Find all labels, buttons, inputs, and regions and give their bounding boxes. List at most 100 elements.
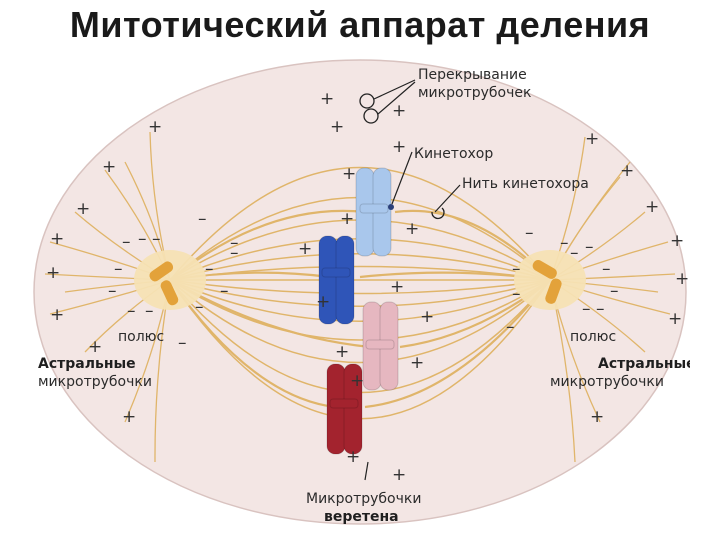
- plus-sign: +: [675, 269, 689, 289]
- leader-kinetochore: [391, 151, 413, 205]
- plus-sign: +: [420, 307, 434, 327]
- label-overlap-1: Перекрывание: [418, 67, 527, 83]
- overlap-marker-2: [363, 108, 379, 124]
- minus-sign: –: [138, 229, 147, 249]
- centriole-right-a: [532, 259, 557, 279]
- spindle-fiber: [169, 279, 551, 307]
- centriole-left-b: [160, 280, 179, 306]
- minus-sign: –: [512, 284, 521, 304]
- leader-spindle: [364, 461, 369, 481]
- chromosome-pink: [362, 301, 399, 391]
- fiber-hook: [431, 207, 445, 220]
- label-kinetochore: Кинетохор: [414, 146, 493, 162]
- label-kinetochore-fiber: Нить кинетохора: [462, 176, 589, 192]
- label-astral-left-1: Астральные: [38, 356, 136, 372]
- plus-sign: +: [590, 407, 604, 427]
- label-astral-right-2: микротрубочки: [550, 374, 664, 390]
- minus-sign: –: [570, 243, 579, 263]
- spindle-fiber: [169, 279, 551, 295]
- label-spindle-1: Микротрубочки: [306, 491, 421, 507]
- label-pole-right: полюс: [570, 329, 616, 345]
- plus-sign: +: [585, 129, 599, 149]
- plus-sign: +: [405, 219, 419, 239]
- minus-sign: –: [220, 281, 229, 301]
- minus-sign: –: [145, 301, 154, 321]
- chromosome-red: [326, 363, 363, 455]
- centrosome-left: [134, 250, 206, 310]
- plus-sign: +: [50, 305, 64, 325]
- label-spindle-2: веретена: [324, 509, 399, 525]
- minus-sign: –: [108, 281, 117, 301]
- minus-sign: –: [198, 209, 207, 229]
- label-astral-right-1: Астральные: [598, 356, 690, 372]
- pole-left: [134, 250, 206, 310]
- pole-right: [514, 250, 586, 310]
- kinetochore-mark: [388, 204, 394, 210]
- spindle-fiber: [169, 279, 551, 322]
- leader-overlap-2: [377, 81, 416, 115]
- minus-sign: –: [610, 281, 619, 301]
- leader-overlap: [373, 79, 416, 100]
- centriole-right-b: [545, 278, 562, 304]
- plus-sign: +: [148, 117, 162, 137]
- plus-sign: +: [350, 371, 364, 391]
- plus-sign: +: [88, 337, 102, 357]
- plus-sign: +: [670, 231, 684, 251]
- plus-sign: +: [410, 353, 424, 373]
- cell-body: [33, 59, 687, 525]
- overlap-marker-1: [359, 93, 375, 109]
- plus-sign: +: [122, 407, 136, 427]
- minus-sign: –: [152, 229, 161, 249]
- minus-sign: –: [506, 317, 515, 337]
- plus-sign: +: [330, 117, 344, 137]
- centrosome-right: [514, 250, 586, 310]
- minus-sign: –: [114, 259, 123, 279]
- plus-sign: +: [320, 89, 334, 109]
- plus-sign: +: [340, 209, 354, 229]
- polarity-signs: +++++++++++++++++++++++++++++++–––––––––…: [46, 89, 689, 485]
- minus-sign: –: [585, 237, 594, 257]
- mitotic-apparatus-diagram: Перекрывание микротрубочек Кинетохор Нит…: [33, 59, 690, 525]
- leader-kinetochore-fiber: [434, 184, 461, 213]
- plus-sign: +: [298, 239, 312, 259]
- plus-sign: +: [392, 101, 406, 121]
- label-astral-left-2: микротрубочки: [38, 374, 152, 390]
- plus-sign: +: [392, 137, 406, 157]
- spindle-microtubules: [169, 166, 551, 420]
- plus-sign: +: [346, 447, 360, 467]
- spindle-fiber: [169, 279, 551, 341]
- minus-sign: –: [178, 333, 187, 353]
- minus-sign: –: [127, 301, 136, 321]
- plus-sign: +: [46, 263, 60, 283]
- plus-sign: +: [50, 229, 64, 249]
- kinetochore-fiber-left: [169, 279, 336, 409]
- page-title: Митотический аппарат деления: [69, 4, 651, 45]
- minus-sign: –: [205, 259, 214, 279]
- minus-sign: –: [582, 299, 591, 319]
- chromosome-light-blue: [355, 167, 394, 257]
- minus-sign: –: [512, 259, 521, 279]
- plus-sign: +: [645, 197, 659, 217]
- label-overlap-2: микротрубочек: [418, 85, 531, 101]
- chromosome-blue: [318, 235, 355, 325]
- plus-sign: +: [342, 164, 356, 184]
- minus-sign: –: [560, 233, 569, 253]
- minus-sign: –: [122, 232, 131, 252]
- minus-sign: –: [230, 243, 239, 263]
- kinetochore-fiber-right: [364, 279, 551, 409]
- plus-sign: +: [335, 342, 349, 362]
- minus-sign: –: [230, 233, 239, 253]
- spindle-fiber: [169, 166, 551, 281]
- plus-sign: +: [316, 292, 330, 312]
- minus-sign: –: [596, 299, 605, 319]
- plus-sign: +: [390, 277, 404, 297]
- label-pole-left: полюс: [118, 329, 164, 345]
- plus-sign: +: [76, 199, 90, 219]
- plus-sign: +: [102, 157, 116, 177]
- minus-sign: –: [602, 259, 611, 279]
- centriole-left-a: [149, 261, 174, 282]
- plus-sign: +: [620, 161, 634, 181]
- minus-sign: –: [195, 297, 204, 317]
- spindle-fiber: [169, 279, 551, 364]
- minus-sign: –: [525, 223, 534, 243]
